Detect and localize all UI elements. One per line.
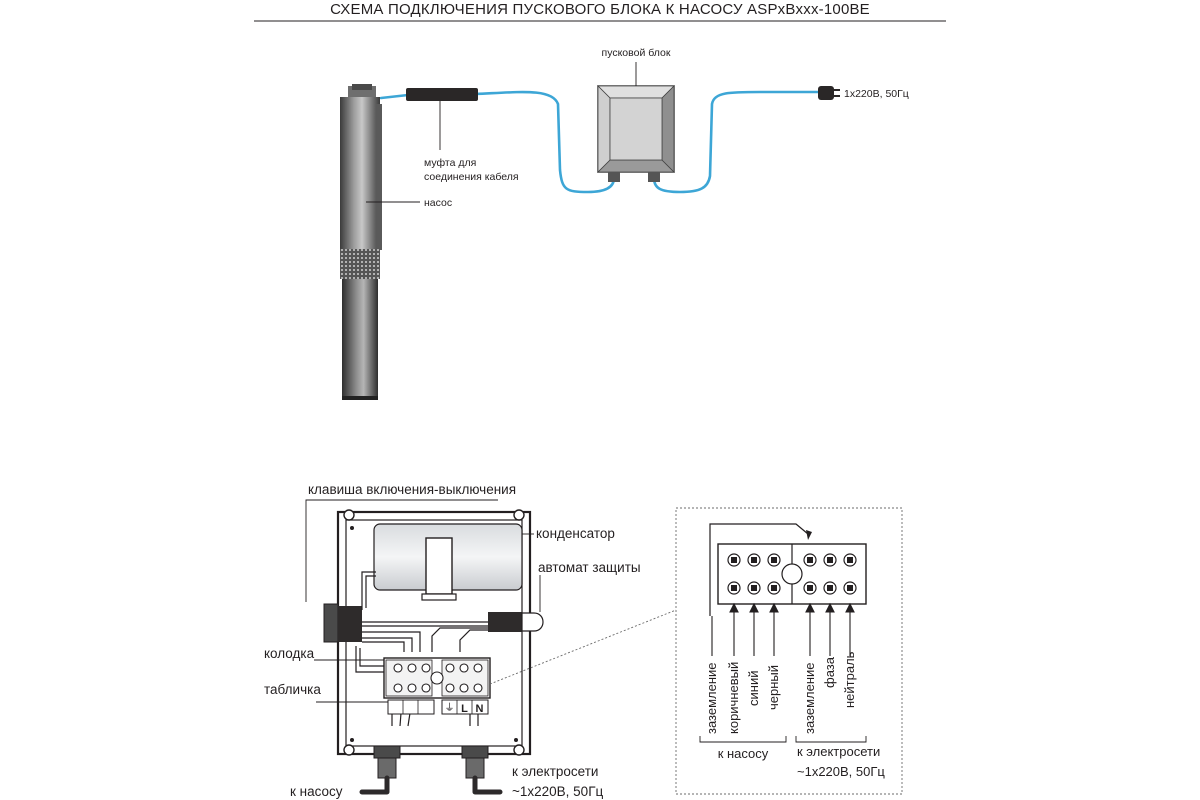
detail-left-wire-2: коричневый <box>726 662 741 734</box>
top-schematic: муфта для соединения кабеля насос <box>340 47 909 400</box>
terminal-detail: заземление коричневый синий черный зазем… <box>675 507 903 795</box>
detail-callout-line <box>489 609 677 685</box>
cable-pump-to-coupling <box>379 93 410 100</box>
terminal-block-label: колодка <box>264 646 315 661</box>
power-switch <box>323 603 339 643</box>
detail-mains-bracket <box>795 736 867 743</box>
detail-left-wire-4: черный <box>766 665 781 710</box>
power-plug-icon <box>818 86 840 100</box>
mounting-ears <box>343 509 525 756</box>
switch-leader <box>305 499 498 602</box>
coupling-label-line2: соединения кабеля <box>424 171 519 183</box>
header: СХЕМА ПОДКЛЮЧЕНИЯ ПУСКОВОГО БЛОКА К НАСО… <box>254 1 946 22</box>
detail-to-mains-line1: к электросети <box>797 744 880 759</box>
to-mains-label-line2: ~1х220В, 50Гц <box>512 784 603 799</box>
breaker-knob <box>521 612 544 632</box>
detail-right-wire-1: заземление <box>802 662 817 734</box>
detail-right-wire-2: фаза <box>822 656 837 688</box>
capacitor-label: конденсатор <box>536 526 615 541</box>
plate-ground-mark: ⏚ <box>445 702 455 714</box>
diagram-title: СХЕМА ПОДКЛЮЧЕНИЯ ПУСКОВОГО БЛОКА К НАСО… <box>330 1 870 18</box>
starter-box-label: пусковой блок <box>602 47 671 59</box>
switch-label: клавиша включения-выключения <box>308 482 516 497</box>
detail-left-wire-1: заземление <box>704 662 719 734</box>
breaker-label: автомат защиты <box>538 560 641 575</box>
starter-box <box>597 85 675 182</box>
detail-to-pump-label: к насосу <box>718 746 769 761</box>
terminal-screws <box>393 663 483 693</box>
cable-starter-to-plug <box>652 90 822 194</box>
detail-pump-bracket <box>699 736 787 743</box>
cable-gland-mains <box>461 745 503 795</box>
circuit-breaker <box>488 612 522 632</box>
to-pump-label: к насосу <box>290 784 343 799</box>
detail-center-hole <box>781 563 803 585</box>
plug-label: 1х220В, 50Гц <box>844 88 909 100</box>
detail-to-mains-line2: ~1х220В, 50Гц <box>797 764 885 779</box>
plate-n-mark: N <box>476 703 484 715</box>
pump-label: насос <box>424 197 452 209</box>
starter-box-interior: ⏚ L N клавиша включения-выключения конде… <box>264 482 641 799</box>
to-mains-label-line1: к электросети <box>512 764 598 779</box>
coupling-label-line1: муфта для <box>424 157 476 169</box>
cable-gland-pump <box>359 745 401 795</box>
terminal-center-hole <box>430 671 444 685</box>
submersible-pump <box>340 84 382 400</box>
detail-wire-arrows <box>711 602 855 656</box>
detail-right-wire-3: нейтраль <box>842 651 857 708</box>
marking-plate: ⏚ L N <box>387 699 489 715</box>
plate-l-mark: L <box>461 703 468 715</box>
cable-coupling-to-starter <box>474 90 616 194</box>
plate-label: табличка <box>264 682 321 697</box>
detail-left-wire-3: синий <box>746 671 761 706</box>
capacitor-bracket <box>425 537 453 595</box>
cable-coupling <box>406 88 478 101</box>
